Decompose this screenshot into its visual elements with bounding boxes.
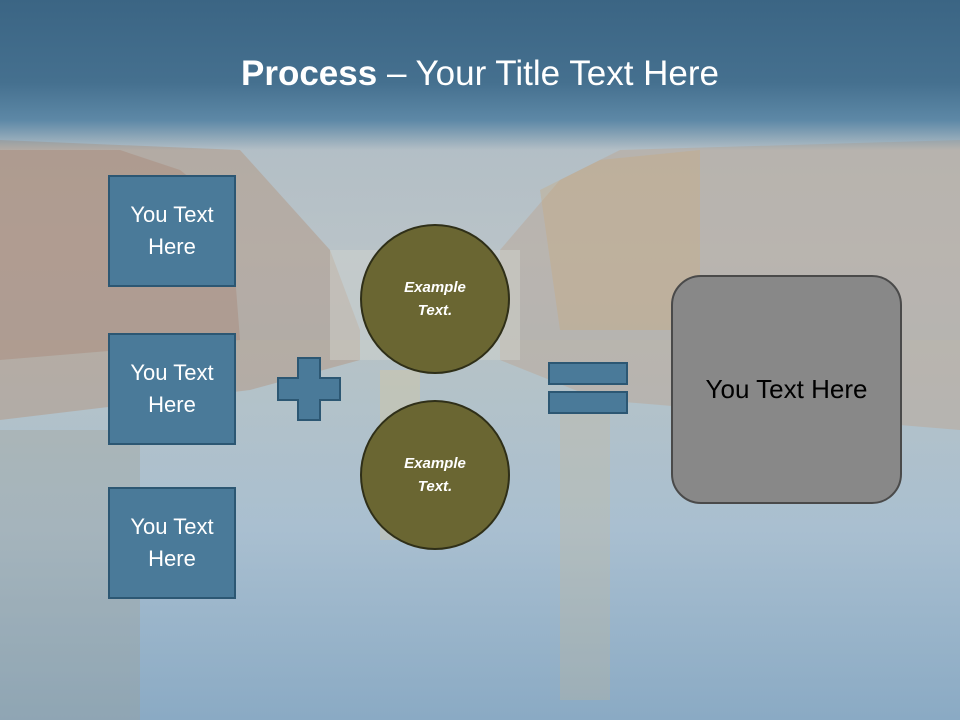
example-circle-2[interactable]: Example Text. xyxy=(360,400,510,550)
example-circle-1-label: Example Text. xyxy=(404,279,466,319)
slide-title: Process – Your Title Text Here xyxy=(0,52,960,96)
plus-icon xyxy=(277,357,341,421)
input-box-3[interactable]: You Text Here xyxy=(108,487,236,599)
title-rest: – Your Title Text Here xyxy=(377,54,719,93)
title-bar xyxy=(0,0,960,150)
input-box-1[interactable]: You Text Here xyxy=(108,175,236,287)
result-box[interactable]: You Text Here xyxy=(671,275,902,504)
input-box-2[interactable]: You Text Here xyxy=(108,333,236,445)
example-circle-2-label: Example Text. xyxy=(404,455,466,495)
title-bold: Process xyxy=(241,54,378,93)
equals-icon xyxy=(548,362,628,414)
example-circle-1[interactable]: Example Text. xyxy=(360,224,510,374)
